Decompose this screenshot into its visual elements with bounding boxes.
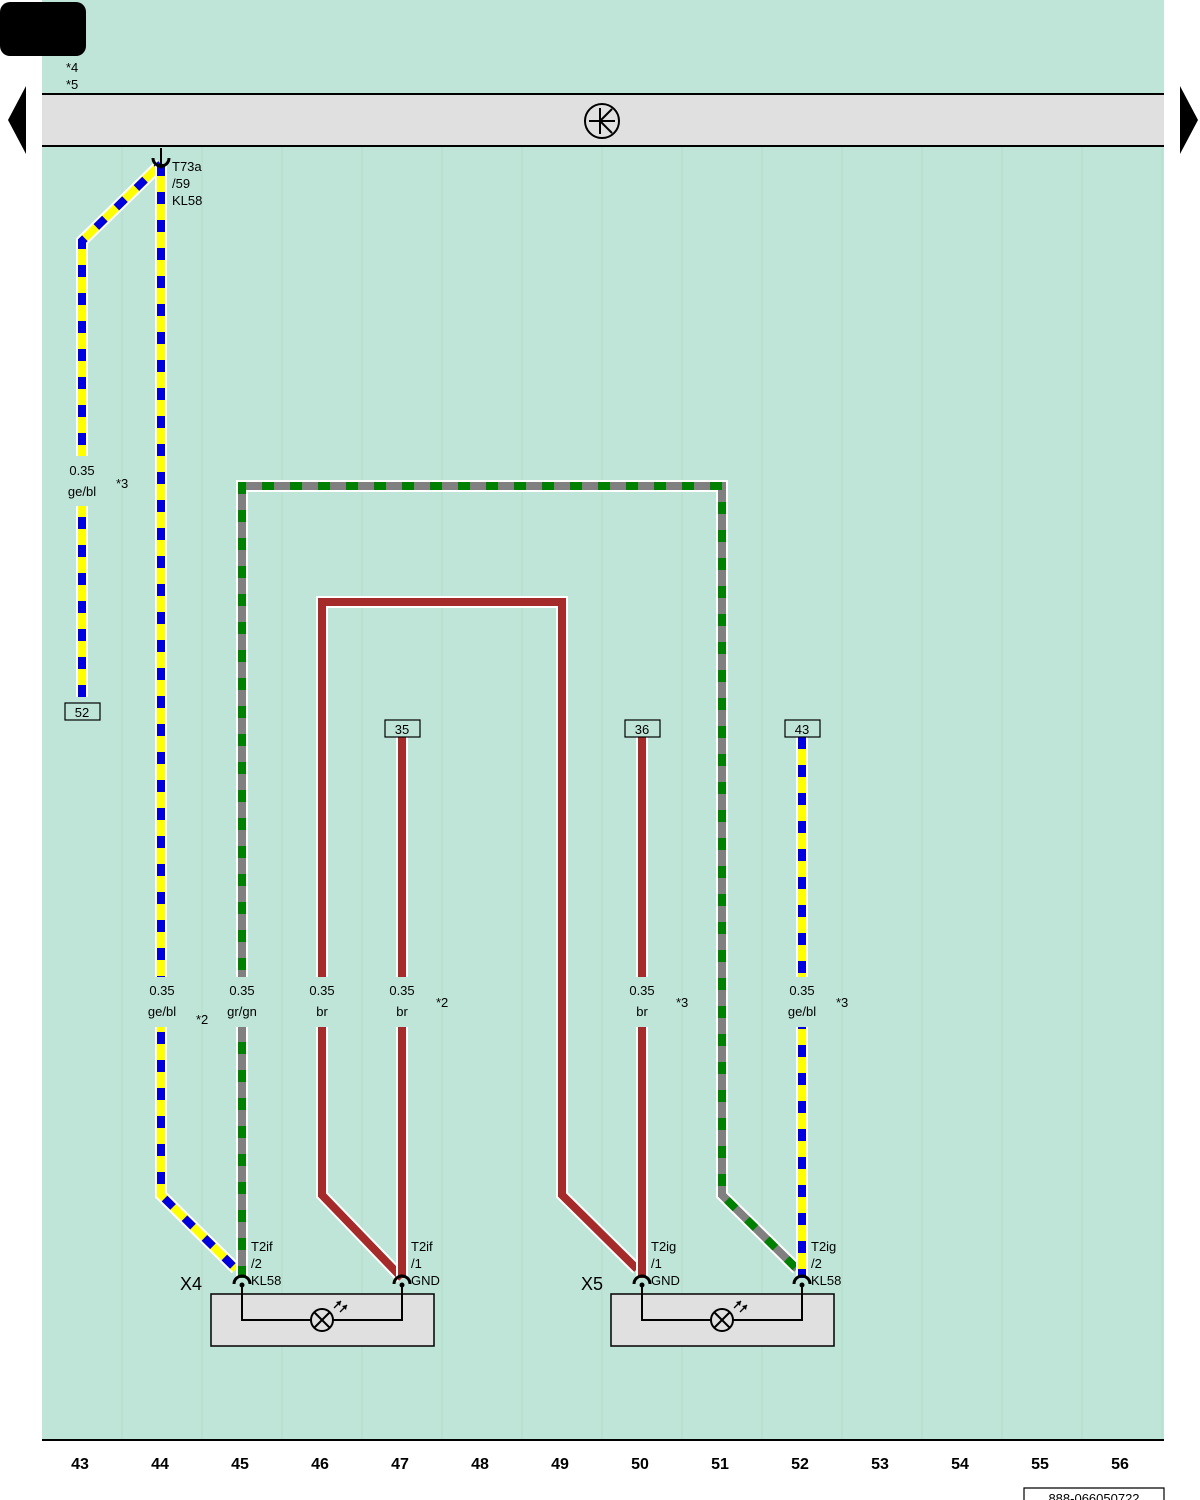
component-x5-label: X5: [581, 1274, 603, 1294]
wire-w1-note: *3: [116, 476, 128, 491]
wire-w4-br: [316, 596, 642, 1283]
wire-w5-gauge: 0.35: [389, 983, 414, 998]
wire-label-w7: 0.35 ge/bl *3: [780, 977, 848, 1027]
wire-w1-gauge: 0.35: [69, 463, 94, 478]
terminal-box-35[interactable]: 35: [384, 719, 421, 738]
wire-w1-color: ge/bl: [68, 484, 96, 499]
triangle-right-icon[interactable]: [1180, 86, 1198, 154]
footnote-4: *4: [66, 60, 78, 75]
pin-x4-gnd-name: T2if: [411, 1239, 433, 1254]
wire-w2-color: ge/bl: [148, 1004, 176, 1019]
grid-number-55: 55: [1031, 1456, 1049, 1473]
grid-number-45: 45: [231, 1456, 249, 1473]
wire-w5-note: *2: [436, 995, 448, 1010]
pin-x4-kl58: T2if /2 KL58: [232, 1239, 281, 1288]
footnote-5: *5: [66, 77, 78, 92]
pin-x4-kl58-signal: KL58: [251, 1273, 281, 1288]
wire-w2-note: *2: [196, 1012, 208, 1027]
page-tab[interactable]: [0, 2, 86, 56]
pin-x4-gnd-pin: /1: [411, 1256, 422, 1271]
grid-number-49: 49: [551, 1456, 569, 1473]
wire-w3-gauge: 0.35: [229, 983, 254, 998]
wire-w4-color: br: [316, 1004, 328, 1019]
wire-w6-note: *3: [676, 995, 688, 1010]
wire-label-w2: 0.35 ge/bl *2: [140, 977, 208, 1027]
terminal-box-35-label: 35: [395, 722, 409, 737]
pin-x4-kl58-name: T2if: [251, 1239, 273, 1254]
grid-number-56: 56: [1111, 1456, 1129, 1473]
wire-w2-ge-bl: [155, 164, 241, 1274]
pin-x5-kl58-pin: /2: [811, 1256, 822, 1271]
grid-number-43: 43: [71, 1456, 89, 1473]
ground-symbol-icon: [584, 103, 620, 139]
terminal-box-36[interactable]: 36: [624, 719, 661, 738]
terminal-box-36-label: 36: [635, 722, 649, 737]
doc-number-box: 888-066050722: [1023, 1487, 1165, 1500]
wire-w7-color: ge/bl: [788, 1004, 816, 1019]
terminal-box-52-label: 52: [75, 705, 89, 720]
grid-number-54: 54: [951, 1456, 969, 1473]
wire-w4-gauge: 0.35: [309, 983, 334, 998]
pin-x5-gnd-name: T2ig: [651, 1239, 676, 1254]
grid-number-44: 44: [151, 1456, 169, 1473]
terminal-box-43[interactable]: 43: [784, 719, 821, 738]
grid-number-50: 50: [631, 1456, 649, 1473]
component-x4[interactable]: X4: [180, 1274, 435, 1347]
grid-number-46: 46: [311, 1456, 329, 1473]
connector-t73a-signal: KL58: [172, 193, 202, 208]
component-x4-label: X4: [180, 1274, 202, 1294]
pin-x5-kl58-name: T2ig: [811, 1239, 836, 1254]
connector-t73a-name: T73a: [172, 159, 202, 174]
wire-w5-color: br: [396, 1004, 408, 1019]
wire-label-w5: 0.35 br *2: [382, 977, 448, 1027]
wire-w2-gauge: 0.35: [149, 983, 174, 998]
connector-t73a-pin: /59: [172, 176, 190, 191]
grid-number-47: 47: [391, 1456, 409, 1473]
grid-number-53: 53: [871, 1456, 889, 1473]
terminal-box-43-label: 43: [795, 722, 809, 737]
pin-x5-gnd-signal: GND: [651, 1273, 680, 1288]
wire-w3-color: gr/gn: [227, 1004, 257, 1019]
grid-lines: [121, 146, 1163, 1440]
grid-number-51: 51: [711, 1456, 729, 1473]
pin-x5-gnd: T2ig /1 GND: [632, 1239, 680, 1288]
wire-label-w1: 0.35 ge/bl *3: [62, 456, 128, 506]
lamp-icon: [310, 1300, 348, 1332]
wire-w1-ge-bl: [76, 159, 166, 697]
pin-x4-kl58-pin: /2: [251, 1256, 262, 1271]
grid-number-52: 52: [791, 1456, 809, 1473]
grid-numbers: 43 44 45 46 47 48 49 50 51 52 53 54 55 56: [71, 1456, 1129, 1473]
connector-t73a: T73a /59 KL58: [151, 148, 202, 208]
pin-x4-gnd: T2if /1 GND: [392, 1239, 440, 1288]
wire-w6-color: br: [636, 1004, 648, 1019]
pin-x5-gnd-pin: /1: [651, 1256, 662, 1271]
pin-x4-gnd-signal: GND: [411, 1273, 440, 1288]
lamp-icon: [710, 1300, 748, 1332]
wire-w6-gauge: 0.35: [629, 983, 654, 998]
component-x5[interactable]: X5: [581, 1274, 835, 1347]
terminal-box-52[interactable]: 52: [64, 702, 101, 721]
wire-w7-gauge: 0.35: [789, 983, 814, 998]
wire-label-w6: 0.35 br *3: [622, 977, 688, 1027]
wire-label-w3: 0.35 gr/gn: [221, 977, 265, 1027]
wire-w3-gr-gn: [236, 480, 802, 1278]
pin-x5-kl58: T2ig /2 KL58: [792, 1239, 841, 1288]
diagram-background: [42, 0, 1164, 1440]
triangle-left-icon[interactable]: [8, 86, 26, 154]
doc-number: 888-066050722: [1048, 1491, 1139, 1500]
wire-w7-note: *3: [836, 995, 848, 1010]
grid-number-48: 48: [471, 1456, 489, 1473]
wire-label-w4: 0.35 br: [302, 977, 344, 1027]
pin-x5-kl58-signal: KL58: [811, 1273, 841, 1288]
